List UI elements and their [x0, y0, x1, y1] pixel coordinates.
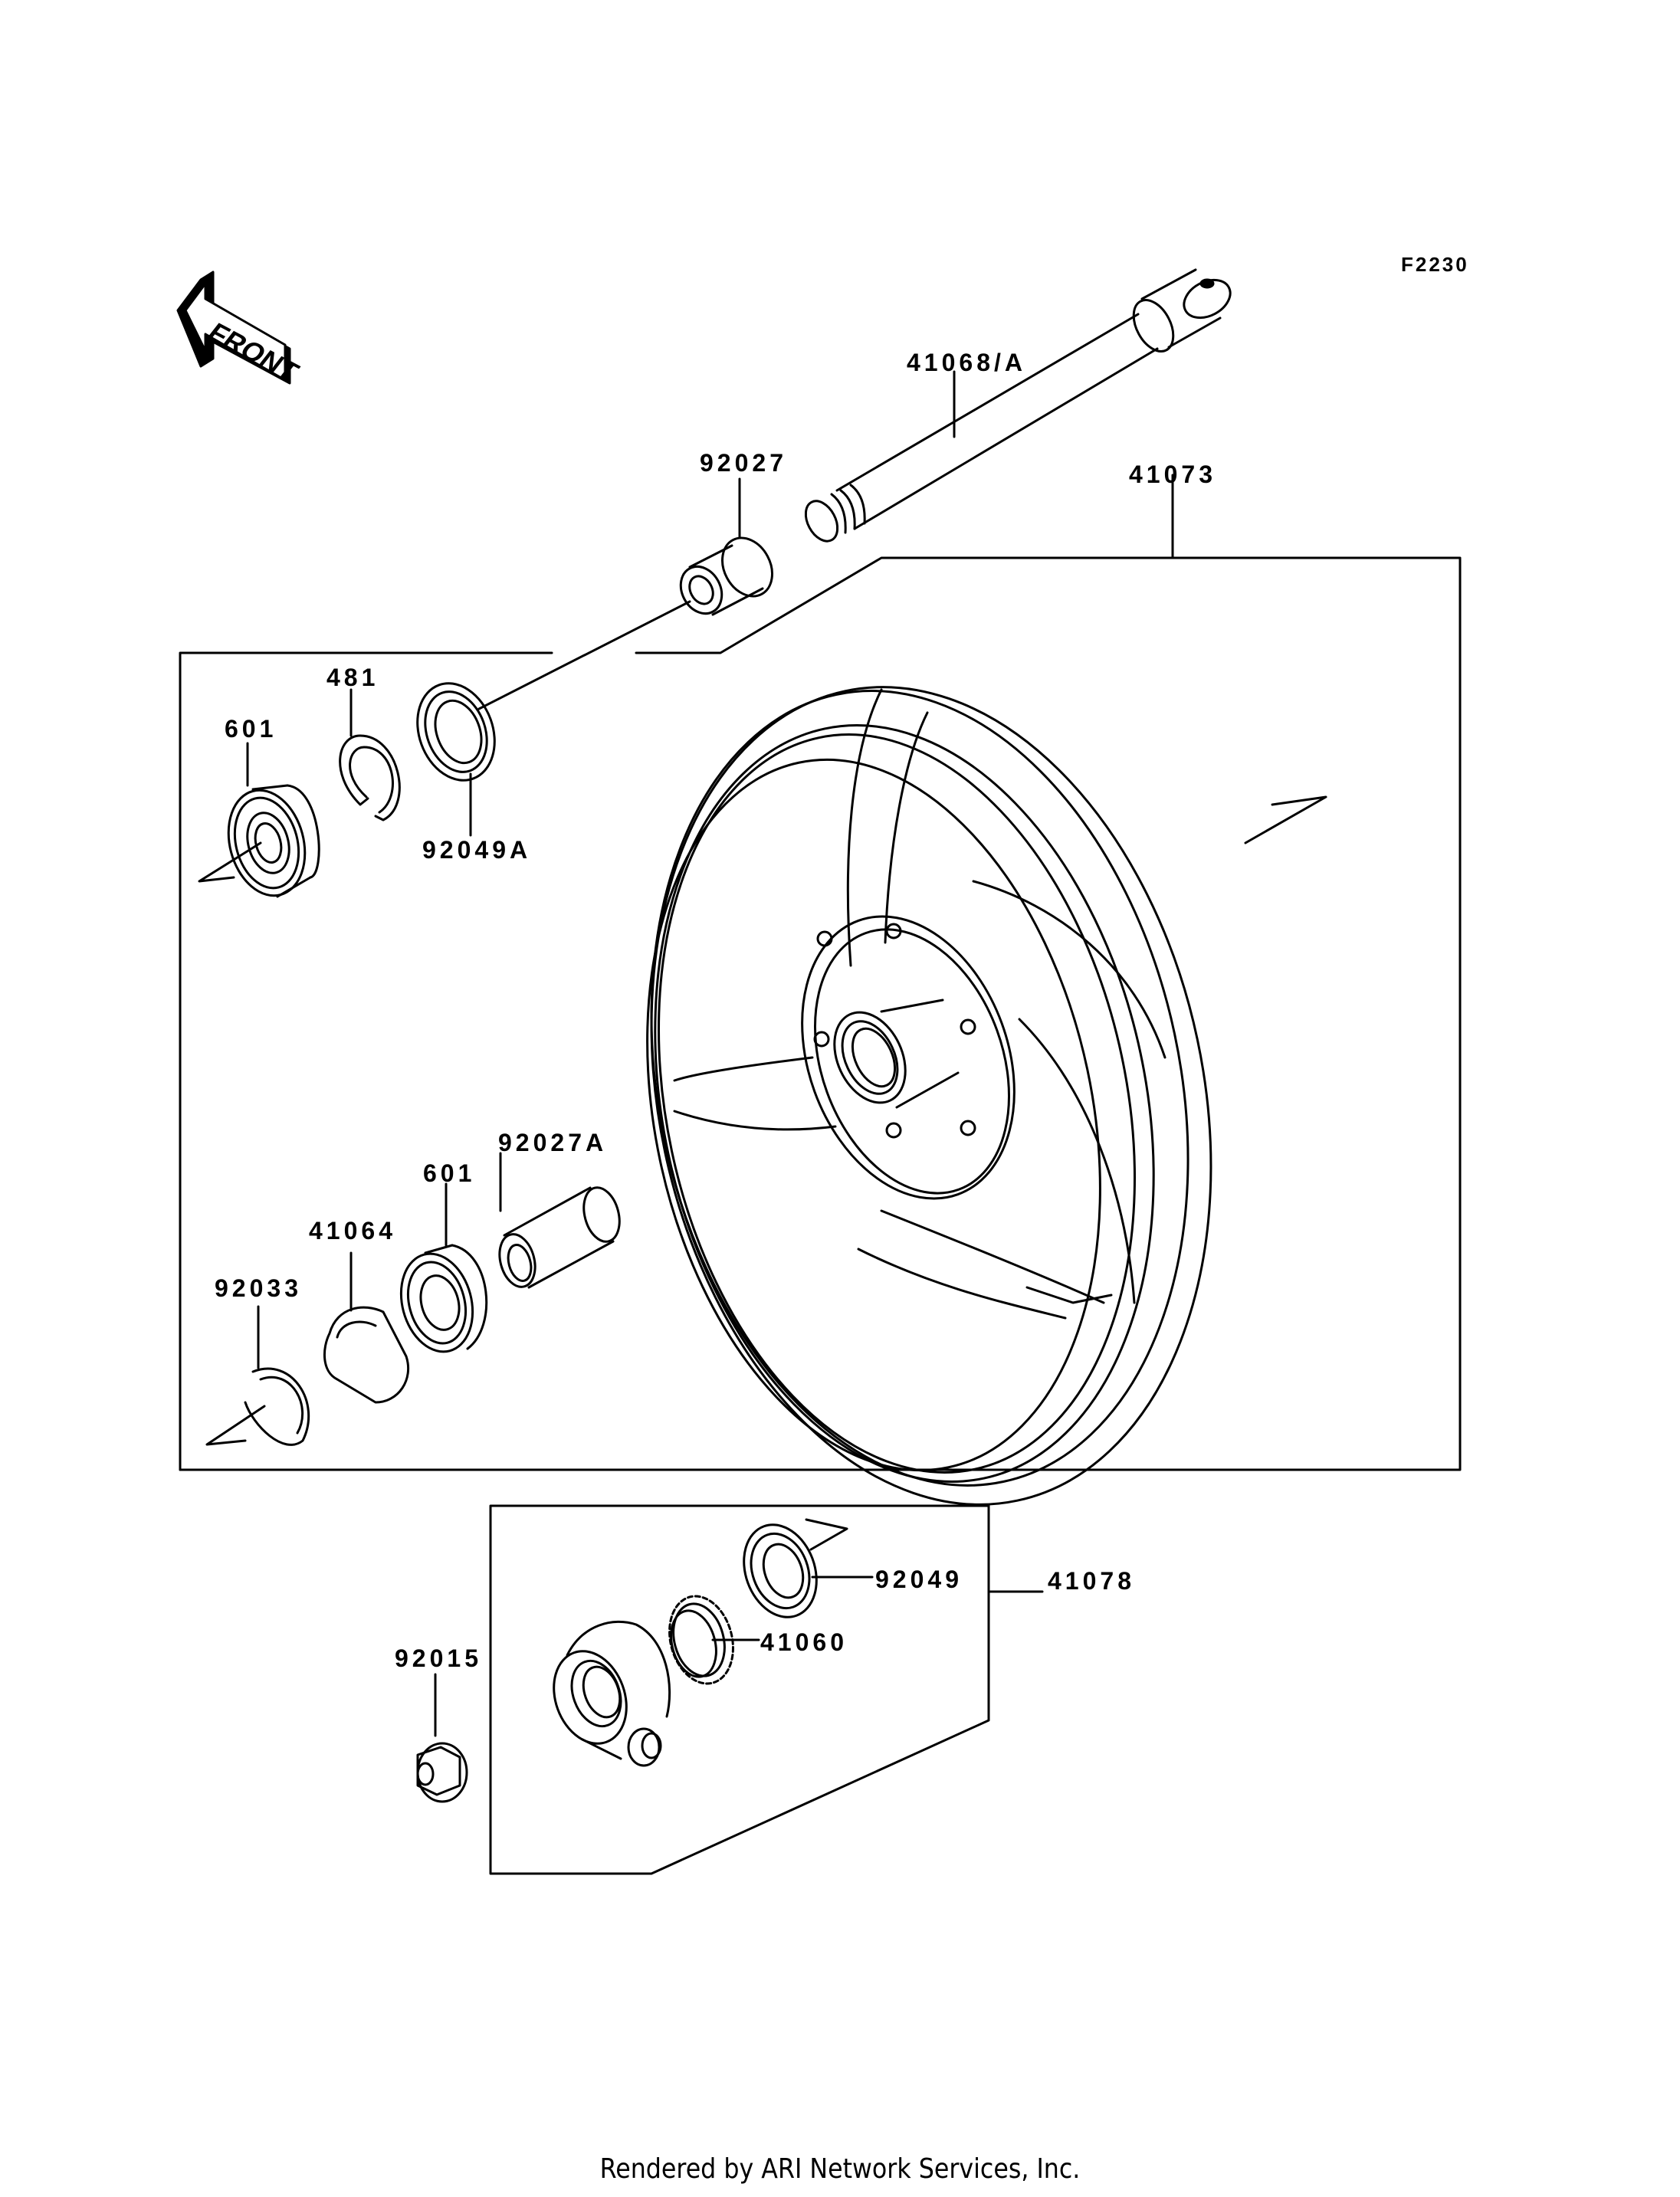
part-label-92049[interactable]: 92049 — [875, 1566, 963, 1593]
nut-drawing — [416, 1742, 468, 1803]
part-label-41068[interactable]: 41068/A — [907, 349, 1026, 376]
part-label-92049A[interactable]: 92049A — [422, 836, 532, 864]
axle-drawing — [804, 268, 1232, 543]
part-label-41060[interactable]: 41060 — [760, 1628, 848, 1656]
leader-axis-4 — [205, 1405, 266, 1446]
wheel-drawing — [646, 686, 1212, 1506]
bearing-right-drawing — [399, 1244, 488, 1353]
collar-upper-drawing — [679, 536, 773, 616]
part-label-601-right[interactable]: 601 — [423, 1159, 476, 1187]
part-label-41078[interactable]: 41078 — [1048, 1567, 1135, 1595]
circlip-drawing — [339, 734, 401, 821]
part-label-92027A[interactable]: 92027A — [498, 1129, 608, 1156]
coupling-drawing — [323, 1306, 410, 1404]
collar-lower-drawing — [498, 1186, 621, 1289]
part-label-41073[interactable]: 41073 — [1129, 461, 1216, 488]
leader-axis-2 — [1244, 795, 1327, 844]
part-label-41064[interactable]: 41064 — [309, 1217, 396, 1244]
part-label-92015[interactable]: 92015 — [395, 1644, 482, 1672]
gearbox-housing-drawing — [553, 1620, 671, 1767]
front-arrow-icon: FRONT — [176, 271, 305, 387]
leader-axis-1 — [477, 600, 691, 710]
part-label-601-left[interactable]: 601 — [225, 715, 277, 743]
part-label-481[interactable]: 481 — [326, 664, 379, 691]
wheel-box-left — [179, 651, 553, 1471]
leader-axis-3 — [198, 841, 262, 883]
speedo-gear-drawing — [668, 1595, 734, 1685]
bearing-left-drawing — [227, 784, 320, 898]
figure-code: F2230 — [1401, 253, 1469, 276]
leader-axis-5 — [805, 1518, 848, 1551]
part-label-92033[interactable]: 92033 — [215, 1274, 302, 1302]
part-label-92027[interactable]: 92027 — [700, 449, 787, 477]
oil-seal-drawing — [743, 1523, 818, 1618]
wheel-box-right — [179, 556, 1462, 1471]
snap-ring-drawing — [244, 1367, 310, 1446]
oil-seal-a-drawing — [416, 682, 496, 782]
gearbox-box — [489, 1504, 990, 1875]
footer-credit: Rendered by ARI Network Services, Inc. — [599, 2153, 1081, 2185]
